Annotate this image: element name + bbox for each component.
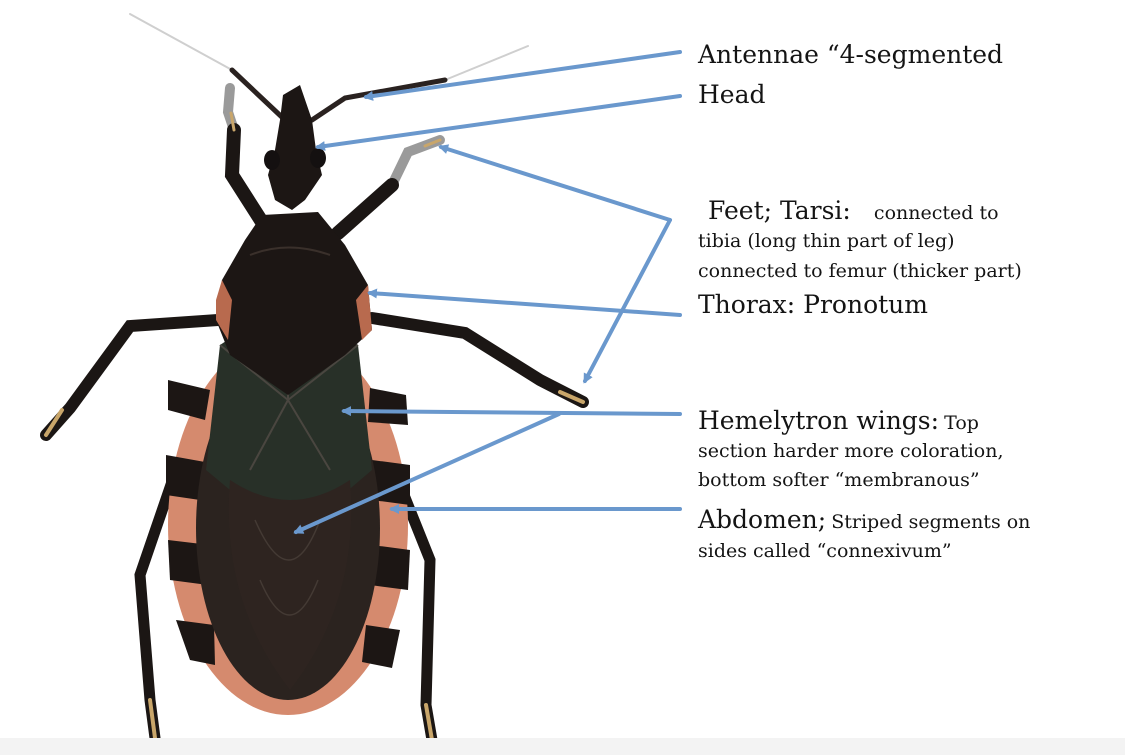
label-feet: Feet; Tarsi: connected to — [708, 196, 999, 226]
label-antennae: Antennae “4-segmented — [698, 40, 1003, 70]
label-abdomen-line2: sides called “connexivum” — [698, 540, 952, 562]
label-feet-line3: connected to femur (thicker part) — [698, 260, 1022, 282]
label-wings: Hemelytron wings: Top — [698, 406, 979, 436]
label-head: Head — [698, 80, 766, 110]
label-abdomen-title: Abdomen; — [698, 505, 826, 534]
label-wings-title: Hemelytron wings: — [698, 406, 939, 435]
label-wings-line2: section harder more coloration, — [698, 440, 1004, 462]
label-abdomen-line1: Striped segments on — [831, 511, 1030, 533]
arrow-antennae — [366, 52, 680, 97]
arrow-feet-upper — [441, 147, 670, 220]
label-feet-title: Feet; Tarsi: — [708, 196, 851, 225]
label-wings-line1: Top — [944, 412, 979, 434]
arrow-head — [318, 96, 680, 147]
arrow-thorax — [370, 293, 680, 315]
label-thorax: Thorax: Pronotum — [698, 290, 928, 320]
bottom-band — [0, 738, 1125, 755]
label-feet-line1: connected to — [874, 202, 999, 224]
arrow-feet-lower — [585, 220, 670, 381]
antennae — [130, 14, 528, 120]
label-wings-line3: bottom softer “membranous” — [698, 469, 980, 491]
label-abdomen: Abdomen; Striped segments on — [698, 505, 1030, 535]
front-legs — [228, 88, 440, 233]
label-feet-line2: tibia (long thin part of leg) — [698, 230, 955, 252]
